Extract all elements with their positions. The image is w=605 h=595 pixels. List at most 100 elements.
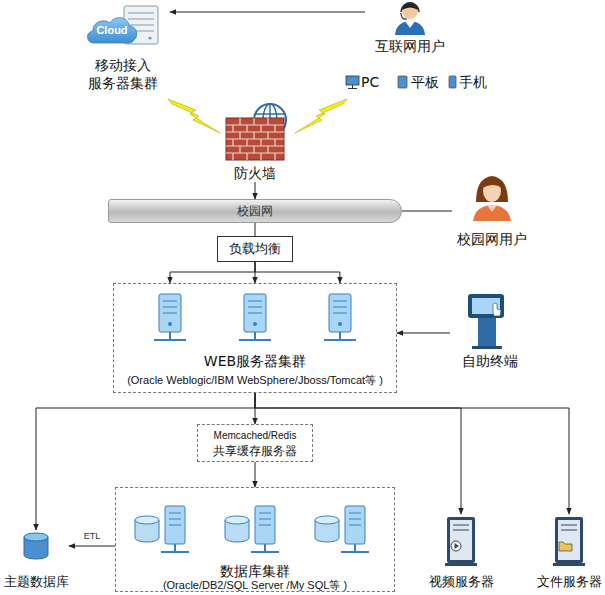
campus-user-icon <box>482 179 502 188</box>
web-server-icon <box>329 294 351 332</box>
device-label: 手机 <box>459 74 487 90</box>
firewall-icon <box>260 125 261 132</box>
internet-user-icon <box>395 21 425 35</box>
connector-arrow <box>255 182 256 199</box>
video-server-icon <box>445 563 477 566</box>
video-server-icon <box>451 541 461 551</box>
firewall-icon <box>239 146 240 153</box>
video-server-icon <box>445 517 477 566</box>
database-server-icon <box>345 506 365 544</box>
web-server-icon <box>168 322 172 326</box>
firewall-icon <box>226 118 284 160</box>
node-label: 主题数据库 <box>3 573 69 590</box>
database-server-icon <box>349 525 361 526</box>
device-label: PC <box>361 74 379 90</box>
file-server-icon <box>553 563 585 566</box>
connector-arrow <box>255 393 461 514</box>
database-server-icon <box>169 525 181 526</box>
database-server-icon <box>354 544 356 552</box>
database-node: 主题数据库 <box>3 530 69 590</box>
firewall-icon <box>260 153 261 160</box>
web-server-icon <box>239 294 271 340</box>
cache-box: Memcached/Redis共享缓存服务器 <box>197 424 313 462</box>
cloud-shape <box>87 18 136 43</box>
connector-arrow <box>170 11 365 12</box>
web-server-icon <box>248 313 262 314</box>
video-server-icon <box>453 530 469 531</box>
connector-arrow <box>36 393 255 530</box>
connector-arrow <box>170 262 255 283</box>
node-label: 防火墙 <box>220 164 290 182</box>
group-subtitle: (Oracle/DB2/SQL Server /My SQL等 ) <box>116 579 394 592</box>
database-server-icon <box>315 516 339 524</box>
firewall-icon <box>226 118 284 160</box>
database-server-icon <box>251 551 279 553</box>
firewall-icon <box>269 104 271 118</box>
cloud-tag: Cloud <box>89 23 135 37</box>
pc-icon <box>352 85 353 88</box>
web-server-icon <box>169 332 171 340</box>
connector-arrow <box>255 262 340 283</box>
connector-arrow <box>255 393 569 514</box>
box-label: 负载均衡 <box>218 237 292 261</box>
database-server-icon <box>225 516 249 524</box>
video-server-icon <box>447 517 475 563</box>
database-server-icon <box>255 506 275 544</box>
web-server-icon <box>154 339 186 341</box>
database-server-icon <box>135 516 159 524</box>
server-node: 文件服务器 <box>533 514 605 590</box>
connector-arrow <box>397 332 450 333</box>
connector-arrow <box>402 211 452 212</box>
firewall-icon <box>246 125 247 132</box>
firewall-icon <box>267 146 268 153</box>
connector-arrow <box>255 262 256 283</box>
firewall-icon <box>226 104 286 160</box>
web-server-icon <box>159 294 181 332</box>
internet-user-icon <box>405 21 415 28</box>
box-subtitle: Memcached/Redis <box>198 429 312 442</box>
database-server-icon <box>349 513 361 514</box>
file-server-icon <box>555 517 583 563</box>
firewall-icon <box>260 139 261 146</box>
database-cylinder-icon <box>24 533 48 541</box>
database-server-icon <box>259 513 271 514</box>
web-server-icon <box>244 294 266 332</box>
firewall-icon <box>239 132 240 139</box>
web-server-icon <box>333 313 347 314</box>
database-server-icon <box>259 519 271 520</box>
kiosk-icon <box>493 303 501 316</box>
web-server-icon <box>154 294 186 340</box>
pc-icon <box>348 88 357 89</box>
server-node: 视频服务器 <box>425 514 497 590</box>
connector-arrow <box>255 393 256 424</box>
web-server-icon <box>253 322 257 326</box>
firewall-icon <box>232 153 233 160</box>
wireless-bolt <box>295 99 347 133</box>
node-label: 视频服务器 <box>425 573 497 590</box>
group-title: 数据库集群 <box>116 562 394 580</box>
database-server-icon <box>174 544 176 552</box>
process-box: 负载均衡 <box>217 236 293 262</box>
database-server-icon <box>225 506 279 552</box>
firewall-icon <box>246 139 247 146</box>
kiosk-icon <box>478 318 496 346</box>
database-server-icon <box>169 513 181 514</box>
connector-arrow <box>69 546 115 547</box>
node-label: 文件服务器 <box>533 573 605 590</box>
internet-user-icon <box>401 3 419 12</box>
internet-user-icon <box>401 13 407 19</box>
kiosk-icon <box>468 294 504 349</box>
device-label: 平板 <box>411 74 439 90</box>
file-server-icon <box>561 525 577 526</box>
video-server-icon <box>453 525 469 526</box>
campus-user-icon <box>487 205 497 212</box>
node-label: 校园网用户 <box>452 230 532 248</box>
video-server-icon <box>450 520 472 560</box>
pc-icon <box>346 76 359 89</box>
connector-arrow <box>255 462 256 487</box>
cloud-server-group: Cloud移动接入 服务器集群 <box>75 4 170 92</box>
cloud-server-icon <box>128 13 154 14</box>
web-server-icon <box>324 339 356 341</box>
database-server-icon <box>341 551 369 553</box>
